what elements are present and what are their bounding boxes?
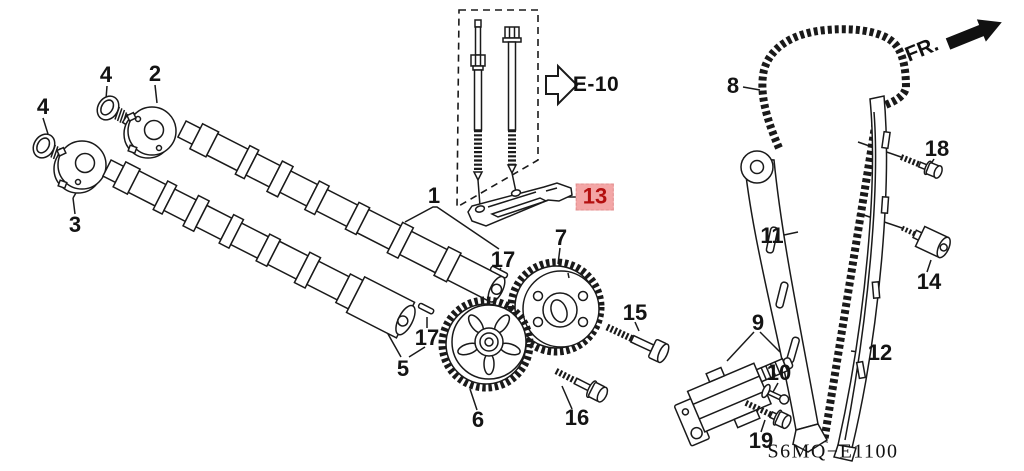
camshaft-assembly-5	[101, 158, 416, 339]
callout-4a[interactable]: 4	[36, 94, 50, 119]
chain-guide-arm-11	[740, 150, 829, 453]
callout-15[interactable]: 15	[622, 300, 648, 325]
callout-8[interactable]: 8	[726, 73, 740, 98]
stud-inset-box	[456, 9, 539, 209]
callout-12[interactable]: 12	[867, 340, 893, 365]
view-reference-e10[interactable]: E-10	[572, 73, 620, 96]
guide-bolt-18	[899, 154, 943, 179]
stud-bolt-b	[502, 26, 522, 193]
timing-chain-8	[758, 25, 911, 443]
callout-6[interactable]: 6	[471, 407, 485, 432]
cam-holder-plate-13	[467, 182, 573, 227]
callout-14[interactable]: 14	[916, 269, 942, 294]
fr-direction-arrow-icon	[945, 19, 1002, 50]
tensioner-pin-10	[761, 383, 790, 405]
callout-9[interactable]: 9	[751, 310, 765, 335]
sprocket-bolt-15	[605, 323, 670, 364]
callout-13-highlighted[interactable]: 13	[575, 183, 615, 211]
chain-guide-12	[833, 95, 891, 462]
guide-bolt-14	[900, 225, 951, 259]
callout-4b[interactable]: 4	[99, 62, 113, 87]
callout-5[interactable]: 5	[396, 356, 410, 381]
view-arrow-icon	[545, 63, 579, 107]
callout-16[interactable]: 16	[564, 405, 590, 430]
callout-7[interactable]: 7	[554, 225, 568, 250]
cam-sprocket-7	[507, 258, 605, 356]
callout-18[interactable]: 18	[924, 136, 950, 161]
callout-1[interactable]: 1	[427, 183, 441, 208]
chain-tensioner-9	[674, 357, 794, 447]
callout-2[interactable]: 2	[148, 61, 162, 86]
tensioner-bolt-19	[744, 400, 792, 430]
dowel-pin-17b	[417, 302, 435, 315]
cam-sprocket-6	[438, 296, 534, 392]
callout-11[interactable]: 11	[760, 223, 784, 248]
sprocket-bolt-16	[554, 368, 609, 403]
cam-end-plate-2	[123, 106, 177, 159]
cam-end-plate-3	[53, 140, 107, 194]
callout-17a[interactable]: 17	[490, 247, 516, 272]
callout-19[interactable]: 19	[748, 428, 774, 453]
callout-17b[interactable]: 17	[414, 325, 440, 350]
diagram-code: S6MQ−E1100	[767, 440, 899, 463]
callout-10[interactable]: 10	[766, 360, 792, 385]
stud-bolt-a	[470, 19, 486, 207]
callout-3[interactable]: 3	[68, 212, 82, 237]
dowel-pin-17a	[489, 265, 509, 279]
